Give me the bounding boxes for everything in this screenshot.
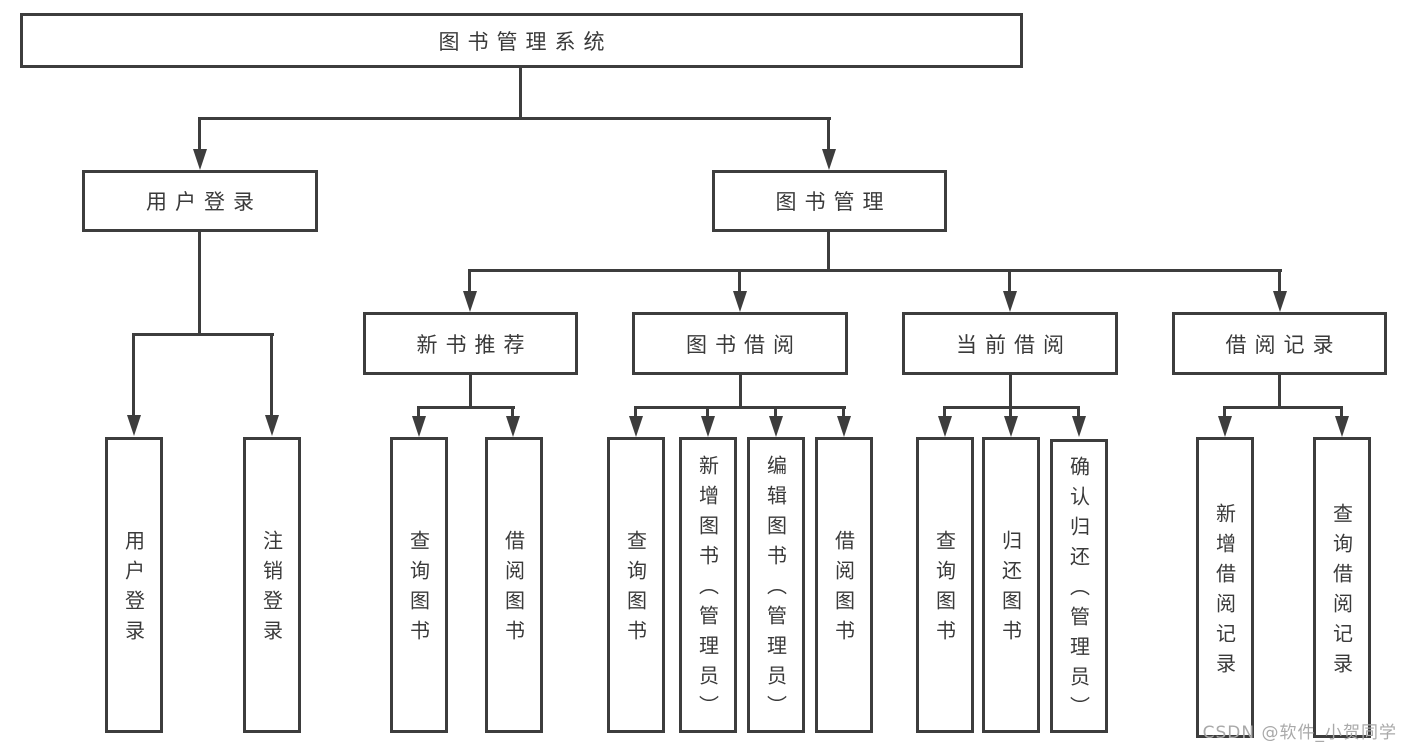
leaf-label: 借阅图书: [501, 530, 526, 650]
leaf-label: 借阅图书: [831, 530, 856, 650]
connector-line: [132, 333, 135, 417]
leaf-return-books: 归还图书: [982, 437, 1040, 733]
connector-line: [1008, 269, 1011, 293]
connector-line: [827, 117, 830, 150]
arrow-down-icon: [837, 416, 851, 437]
node-user-login: 用户登录: [82, 170, 318, 232]
arrow-down-icon: [938, 416, 952, 437]
leaf-label: 用户登录: [121, 530, 146, 650]
connector-line: [706, 406, 709, 418]
connector-line: [468, 269, 471, 293]
leaf-label: 新增图书（管理员）: [695, 455, 720, 725]
leaf-add-books-admin: 新增图书（管理员）: [679, 437, 737, 733]
leaf-label: 查询图书: [406, 530, 431, 650]
leaf-add-borrow-record: 新增借阅记录: [1196, 437, 1254, 738]
connector-line: [198, 232, 201, 336]
leaf-query-books-borrowing: 查询图书: [607, 437, 665, 733]
connector-line: [1278, 375, 1281, 408]
connector-line: [1278, 269, 1281, 293]
connector-line: [1224, 406, 1343, 409]
leaf-label: 确认归还（管理员）: [1066, 456, 1091, 726]
node-new-book-recommend: 新书推荐: [363, 312, 578, 375]
connector-line: [738, 269, 741, 293]
node-label: 图书管理: [775, 190, 892, 214]
arrow-down-icon: [412, 416, 426, 437]
connector-line: [418, 406, 515, 409]
arrow-down-icon: [463, 291, 477, 312]
arrow-down-icon: [1003, 291, 1017, 312]
connector-line: [1077, 406, 1080, 418]
connector-line: [198, 117, 831, 120]
arrow-down-icon: [1335, 416, 1349, 437]
node-borrowing-records: 借阅记录: [1172, 312, 1387, 375]
csdn-watermark: CSDN @软件_小贺同学: [1202, 723, 1397, 743]
leaf-query-books-current: 查询图书: [916, 437, 974, 733]
leaf-label: 查询借阅记录: [1329, 502, 1354, 683]
arrow-down-icon: [265, 415, 279, 436]
node-label: 图书借阅: [686, 332, 802, 357]
leaf-query-books-recommend: 查询图书: [390, 437, 448, 733]
connector-line: [1009, 375, 1012, 408]
connector-line: [469, 375, 472, 408]
leaf-borrow-books: 借阅图书: [815, 437, 873, 733]
arrow-down-icon: [822, 149, 836, 170]
connector-line: [1340, 406, 1343, 418]
arrow-down-icon: [506, 416, 520, 437]
leaf-confirm-return-admin: 确认归还（管理员）: [1050, 439, 1108, 733]
connector-line: [198, 117, 201, 150]
connector-line: [634, 406, 846, 409]
leaf-user-login: 用户登录: [105, 437, 163, 733]
node-book-management: 图书管理: [712, 170, 947, 232]
arrow-down-icon: [769, 416, 783, 437]
connector-line: [132, 333, 274, 336]
connector-line: [417, 406, 420, 418]
leaf-query-borrow-record: 查询借阅记录: [1313, 437, 1371, 738]
connector-line: [944, 406, 1080, 409]
leaf-borrow-books-recommend: 借阅图书: [485, 437, 543, 733]
leaf-label: 查询图书: [932, 530, 957, 650]
connector-line: [739, 375, 742, 408]
node-label: 借阅记录: [1225, 332, 1342, 357]
leaf-label: 注销登录: [259, 530, 284, 650]
leaf-edit-books-admin: 编辑图书（管理员）: [747, 437, 805, 733]
arrow-down-icon: [629, 416, 643, 437]
arrow-down-icon: [1273, 291, 1287, 312]
node-library-management-system: 图书管理系统: [20, 13, 1023, 68]
connector-line: [1009, 406, 1012, 418]
leaf-logout: 注销登录: [243, 437, 301, 733]
node-label: 图书管理系统: [438, 29, 613, 54]
leaf-label: 编辑图书（管理员）: [763, 455, 788, 725]
connector-line: [774, 406, 777, 418]
node-current-borrowing: 当前借阅: [902, 312, 1118, 375]
connector-line: [634, 406, 637, 418]
leaf-label: 归还图书: [998, 530, 1023, 650]
leaf-label: 新增借阅记录: [1212, 502, 1237, 683]
node-book-borrowing: 图书借阅: [632, 312, 848, 375]
arrow-down-icon: [733, 291, 747, 312]
connector-line: [827, 232, 830, 272]
connector-line: [468, 269, 1282, 272]
connector-line: [842, 406, 845, 418]
leaf-label: 查询图书: [623, 530, 648, 650]
connector-line: [519, 68, 522, 120]
connector-line: [270, 333, 273, 417]
connector-line: [943, 406, 946, 418]
arrow-down-icon: [1072, 416, 1086, 437]
arrow-down-icon: [1218, 416, 1232, 437]
connector-line: [511, 406, 514, 418]
node-label: 新书推荐: [416, 332, 533, 357]
node-label: 用户登录: [146, 190, 262, 214]
connector-line: [1223, 406, 1226, 418]
arrow-down-icon: [701, 416, 715, 437]
arrow-down-icon: [127, 415, 141, 436]
arrow-down-icon: [193, 149, 207, 170]
arrow-down-icon: [1004, 416, 1018, 437]
node-label: 当前借阅: [956, 332, 1072, 357]
